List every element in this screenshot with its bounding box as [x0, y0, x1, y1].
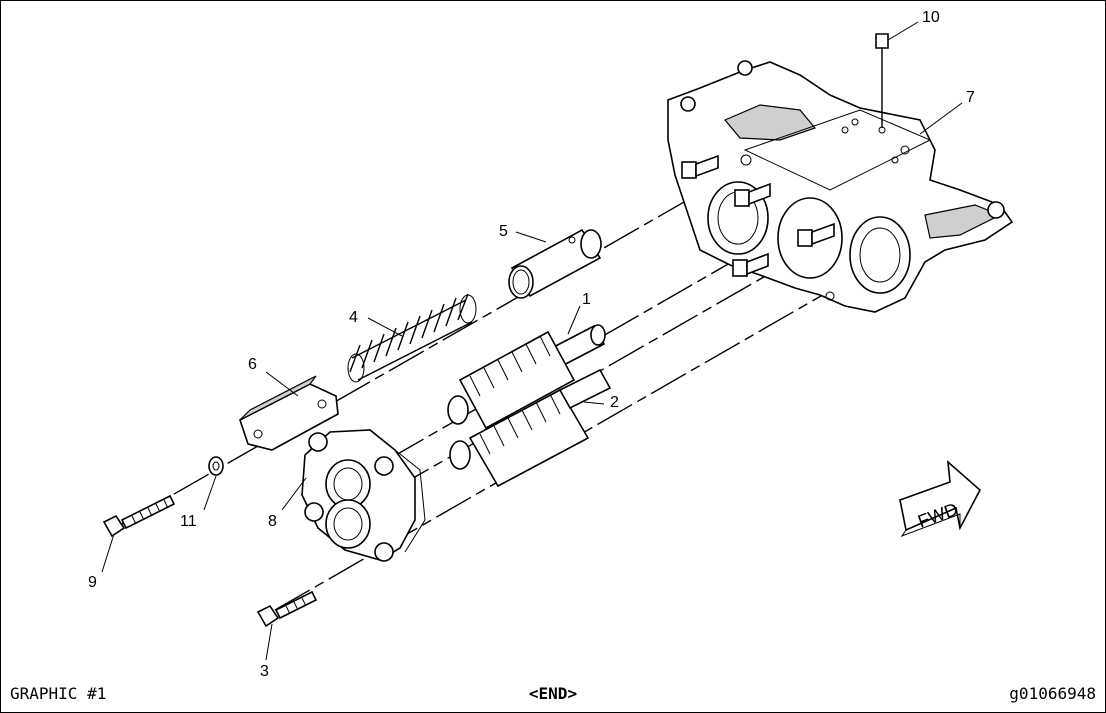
pump-cover: [301, 429, 426, 562]
drive-gear: [458, 330, 576, 430]
graphic-id: g01066948: [1009, 684, 1096, 703]
body-bolt: [797, 222, 835, 247]
leader-lines: [101, 21, 963, 661]
callout-4: 4: [349, 309, 358, 326]
callout-10: 10: [922, 9, 940, 26]
sleeve: [508, 228, 602, 299]
callout-11: 11: [180, 513, 197, 530]
body-bolt: [734, 182, 771, 207]
callout-5: 5: [499, 223, 508, 240]
driven-gear: [468, 368, 612, 488]
callout-2: 2: [610, 394, 619, 411]
callout-3: 3: [260, 663, 269, 680]
body-bolt: [732, 252, 769, 277]
end-marker: <END>: [528, 684, 578, 703]
bolt-long: [102, 494, 176, 538]
forward-direction-arrow: FWD: [899, 460, 982, 538]
callout-1: 1: [582, 291, 591, 308]
pump-body: [667, 60, 1014, 313]
bracket: [239, 375, 339, 451]
callout-9: 9: [88, 574, 97, 591]
gear-shaft-stubs: [447, 395, 471, 470]
callout-labels: 1 2 3 4 5 6 7 8 9 10 11: [88, 9, 975, 680]
bolt-short: [256, 590, 318, 628]
graphic-number: GRAPHIC #1: [10, 684, 107, 703]
callout-6: 6: [248, 356, 257, 373]
callout-7: 7: [966, 89, 975, 106]
washer: [208, 456, 224, 476]
body-bolt: [681, 154, 719, 179]
spring: [347, 293, 477, 383]
callout-8: 8: [268, 513, 277, 530]
plug: [875, 33, 889, 128]
